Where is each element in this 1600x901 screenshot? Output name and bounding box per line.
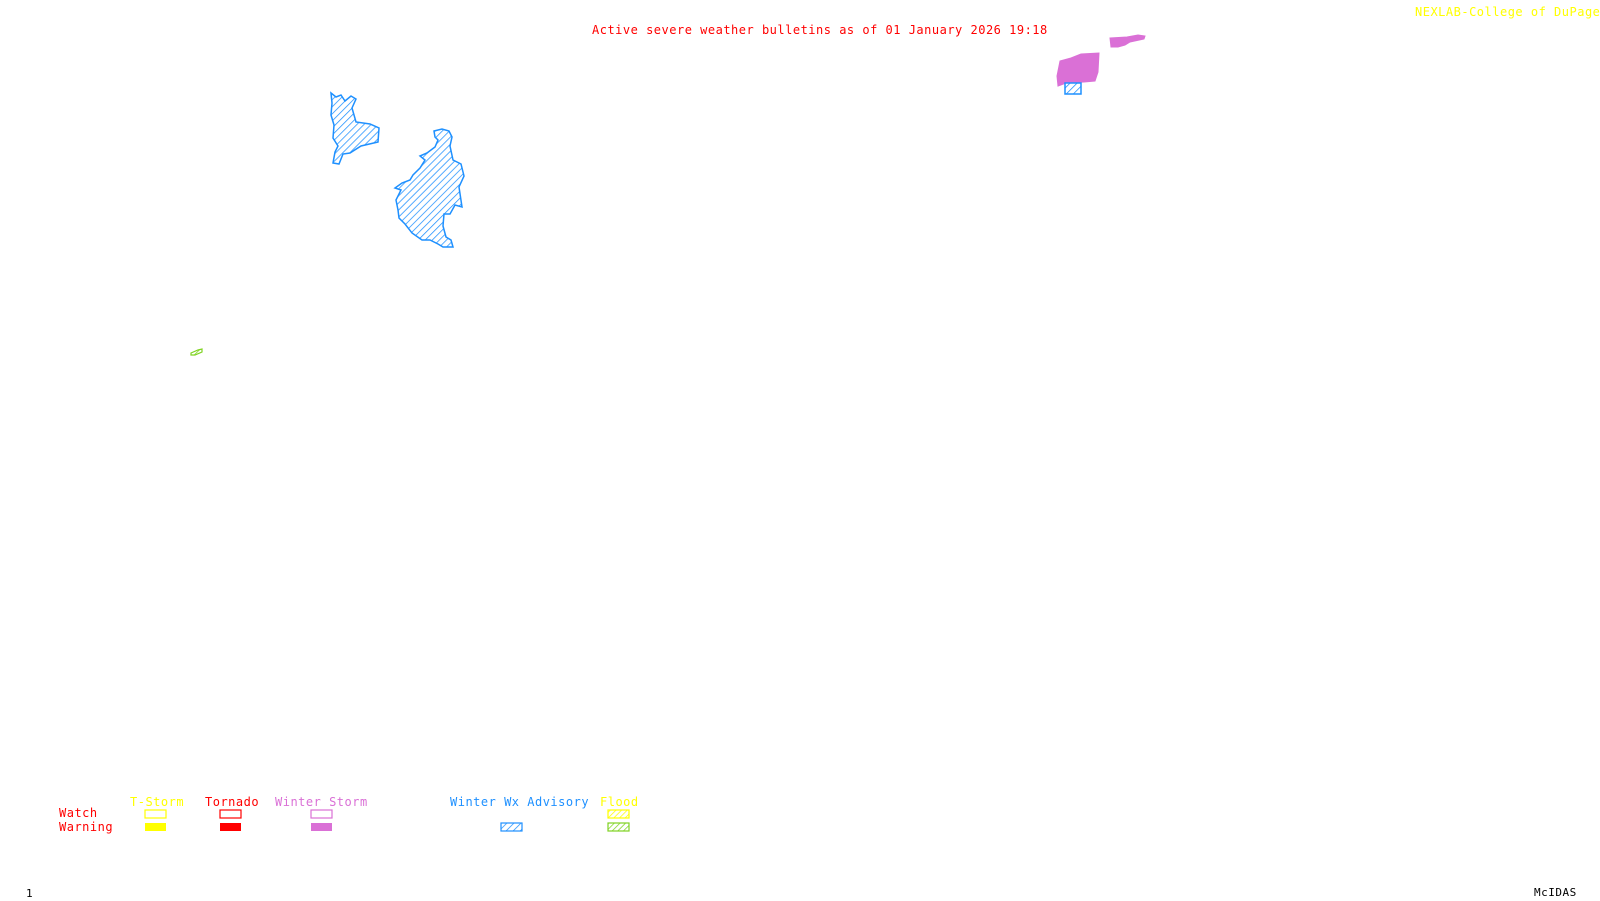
winter-wx-advisory-area <box>1064 82 1082 95</box>
flood-warning-area <box>190 348 203 356</box>
winter-wx-advisory-area <box>393 128 465 248</box>
winter-wx-advisory-area <box>330 91 380 165</box>
credit-text: NEXLAB-College of DuPage <box>1415 5 1600 19</box>
legend-header-flood: Flood <box>600 795 639 809</box>
winter-storm-warning-area <box>1109 34 1146 48</box>
legend-row-watch: Watch <box>59 806 98 820</box>
legend-winter-storm-watch-swatch <box>310 809 333 819</box>
legend-tornado-warning-swatch <box>220 823 241 831</box>
legend-tstorm-watch-swatch <box>144 809 167 819</box>
legend-header-winter-wx-advisory: Winter Wx Advisory <box>450 795 590 809</box>
legend-winter-wx-advisory-swatch <box>500 822 523 832</box>
map-title: Active severe weather bulletins as of 01… <box>592 23 1048 37</box>
legend-header-tornado: Tornado <box>205 795 260 809</box>
legend-flood-watch-swatch <box>607 809 630 819</box>
frame-number: 1 <box>26 887 34 900</box>
legend-header-tstorm: T-Storm <box>130 795 185 809</box>
legend-flood-warning-swatch <box>607 822 630 832</box>
legend-tornado-watch-swatch <box>219 809 242 819</box>
winter-storm-warning-area <box>1056 52 1100 87</box>
legend-header-winter-storm: Winter Storm <box>275 795 368 809</box>
credit-label: NEXLAB-College of DuPage ⇱ <box>1415 5 1600 19</box>
legend-winter-storm-warning-swatch <box>311 823 332 831</box>
legend-tstorm-warning-swatch <box>145 823 166 831</box>
brand-label: McIDAS <box>1534 886 1577 899</box>
legend-row-warning: Warning <box>59 820 114 834</box>
